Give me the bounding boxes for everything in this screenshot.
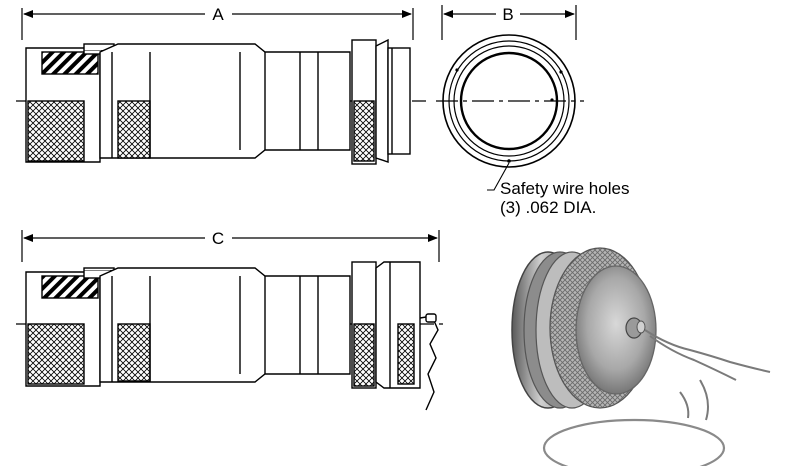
safety-wire-callout-line1: Safety wire holes (500, 179, 629, 198)
dust-cap-photo (511, 247, 771, 466)
dimension-b-label: B (502, 5, 513, 24)
connector-body (25, 38, 411, 165)
callout-leader (487, 162, 510, 191)
dimension-b: B (441, 5, 577, 40)
dimension-a: A (21, 5, 414, 40)
bottom-assembly-drawing: C (16, 229, 448, 411)
dimension-a-label: A (212, 5, 224, 24)
dimension-c: C (21, 229, 440, 262)
retaining-chain (644, 329, 771, 421)
safety-wire-callout-line2: (3) .062 DIA. (500, 198, 596, 217)
safety-wire-hole (455, 68, 563, 163)
top-assembly-drawing: A (16, 5, 426, 165)
lanyard-ring (542, 418, 726, 466)
dimension-c-label: C (212, 229, 224, 248)
end-view-drawing: B Safety wire holes (3) .062 DIA. (436, 5, 629, 217)
connector-body-with-cap (25, 261, 439, 411)
cap-face (575, 265, 657, 395)
